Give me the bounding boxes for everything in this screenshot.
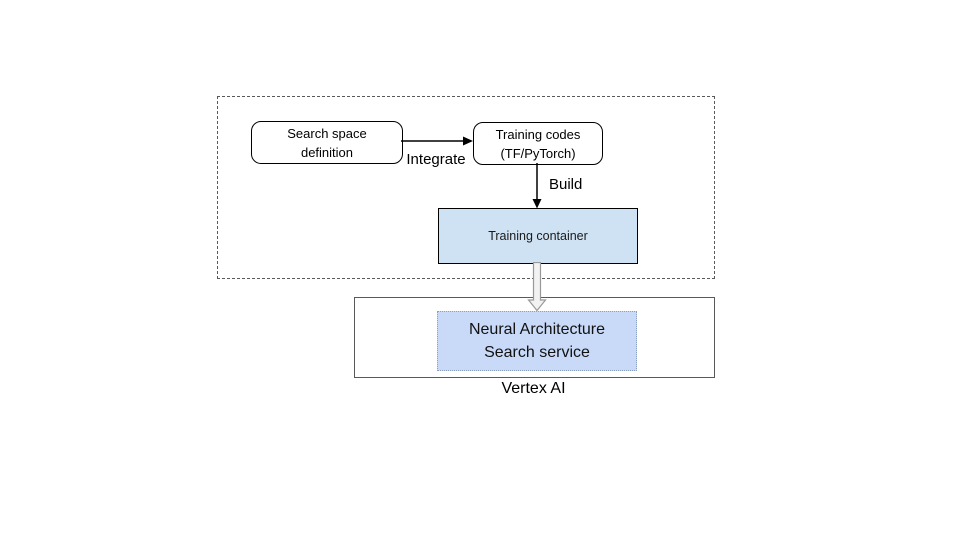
- node-search-space-definition: Search space definition: [251, 121, 403, 164]
- node-label-line: definition: [300, 144, 354, 160]
- node-label-line: Search service: [484, 344, 590, 361]
- node-label-line: Training codes: [495, 126, 581, 142]
- node-label-line: (TF/PyTorch): [500, 145, 576, 161]
- node-training-codes: Training codes (TF/PyTorch): [473, 122, 603, 165]
- node-label-line: Neural Architecture: [468, 321, 606, 338]
- vertex-ai-caption: Vertex AI: [501, 380, 566, 397]
- node-label-line: Search space: [287, 125, 367, 141]
- dashed-group-container: [217, 96, 715, 279]
- node-training-container: Training container: [438, 208, 638, 264]
- integrate-arrow: [401, 136, 473, 146]
- node-nas-service: Neural Architecture Search service: [437, 311, 637, 371]
- build-arrow: [532, 163, 542, 209]
- deploy-hollow-arrow: [527, 262, 547, 312]
- node-label: Training container: [488, 229, 588, 243]
- edge-label-build: Build: [549, 176, 583, 193]
- edge-label-integrate: Integrate: [406, 151, 466, 168]
